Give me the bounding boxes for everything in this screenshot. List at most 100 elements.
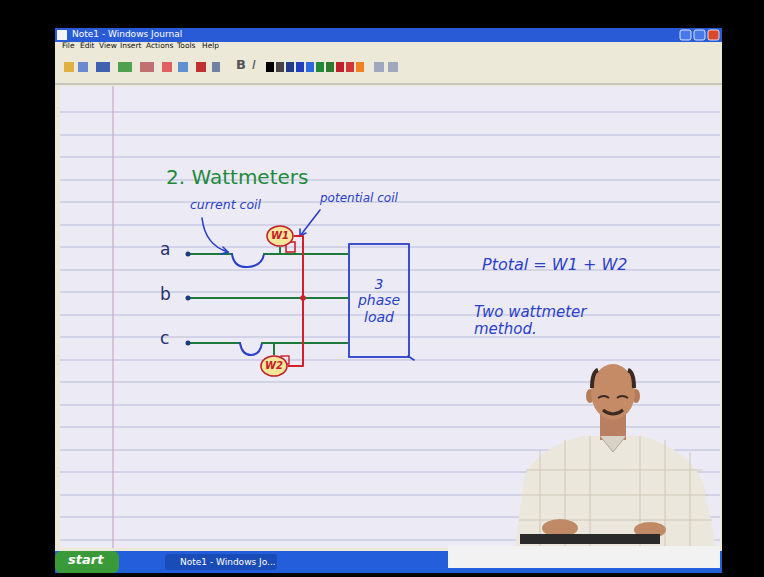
menu-item: View xyxy=(99,42,117,51)
screen xyxy=(55,28,722,573)
task-label: Note1 - Windows Jo... xyxy=(180,557,276,567)
ruled-line xyxy=(60,225,720,226)
menu-item: Help xyxy=(202,42,219,51)
line-c-wire xyxy=(188,342,240,344)
color-swatch xyxy=(286,62,294,72)
menu-item: File xyxy=(62,42,75,51)
flag-icon xyxy=(196,62,206,72)
italic-button: I xyxy=(252,58,256,73)
menu-bar xyxy=(55,42,722,52)
current-coil xyxy=(232,254,264,267)
menu-item: Edit xyxy=(80,42,95,51)
task-button xyxy=(165,554,277,570)
check-line xyxy=(540,450,541,548)
leader-lines xyxy=(202,210,320,254)
terminal-dot xyxy=(186,296,191,301)
ruled-line xyxy=(60,157,720,158)
node-text: 3 phase load xyxy=(352,276,406,324)
section-heading: 2. Wattmeters xyxy=(166,166,308,189)
power-equation: Ptotal = W1 + W2 xyxy=(482,256,627,274)
note-paper xyxy=(60,86,720,548)
terminal-dot xyxy=(186,341,191,346)
ruled-line xyxy=(60,180,720,181)
color-swatch xyxy=(296,62,304,72)
wattmeter-circle: W2 xyxy=(260,355,288,377)
margin-line xyxy=(112,86,113,548)
tool-icon xyxy=(178,62,188,72)
menu-item: Actions xyxy=(146,42,173,51)
eyebrows xyxy=(598,396,628,398)
menu-item: Tools xyxy=(177,42,195,51)
zoom-icon xyxy=(388,62,398,72)
start-label: start xyxy=(68,553,103,568)
desk xyxy=(448,546,720,568)
line-b-wire xyxy=(188,297,348,299)
toolbar-icons xyxy=(64,62,220,72)
method-note: Two wattmeter method. xyxy=(474,304,624,339)
ruled-line xyxy=(60,112,720,113)
collar xyxy=(600,436,626,452)
node-text: W1 xyxy=(271,230,289,242)
bold-button: B xyxy=(236,58,246,73)
tool-icon xyxy=(64,62,74,72)
phase-label: a xyxy=(160,240,170,260)
leader-arrowhead xyxy=(300,229,306,236)
minimize-button xyxy=(680,30,691,40)
current-coil xyxy=(240,343,262,355)
color-swatch xyxy=(326,62,334,72)
toolbar-border xyxy=(55,84,722,85)
load-box: 3 phase load xyxy=(348,243,410,358)
window-title: Note1 - Windows Journal xyxy=(72,29,182,39)
ruled-line xyxy=(60,337,720,338)
head xyxy=(591,364,635,420)
zoom-icon xyxy=(374,62,384,72)
line-a-wire xyxy=(264,253,281,255)
eraser-icon xyxy=(140,62,154,72)
wattmeter-circle: W1 xyxy=(266,225,294,247)
potential-wire xyxy=(288,236,303,366)
color-palette xyxy=(266,62,398,72)
presenter xyxy=(515,364,716,548)
ruled-line xyxy=(60,292,720,293)
circuit-wiring xyxy=(186,242,415,364)
color-swatch xyxy=(276,62,284,72)
ruled-line xyxy=(60,247,720,248)
hair xyxy=(592,370,634,388)
color-swatch xyxy=(346,62,354,72)
tablet xyxy=(520,534,660,544)
check-line xyxy=(522,495,708,496)
tool-icon xyxy=(162,62,172,72)
tool-icon xyxy=(78,62,88,72)
app-icon xyxy=(57,30,67,40)
node-text: W2 xyxy=(265,360,283,372)
leader-line xyxy=(300,210,320,236)
maximize-button xyxy=(694,30,705,40)
color-swatch xyxy=(336,62,344,72)
color-swatch xyxy=(316,62,324,72)
color-swatch xyxy=(356,62,364,72)
line-wire xyxy=(280,247,348,254)
line-wire xyxy=(274,343,348,355)
ruled-line xyxy=(60,495,720,496)
phase-label: c xyxy=(160,329,169,349)
pen-icon xyxy=(96,62,110,72)
check-line xyxy=(590,436,591,548)
color-swatch xyxy=(266,62,274,72)
junction-dot xyxy=(300,295,306,301)
line-c-wire xyxy=(262,342,274,344)
check-line xyxy=(690,452,691,548)
start-button xyxy=(55,551,119,573)
tool-icon xyxy=(212,62,220,72)
phase-label: b xyxy=(160,285,171,305)
leader-arrowhead xyxy=(221,247,228,254)
color-swatch xyxy=(306,62,314,72)
ruled-line xyxy=(60,360,720,361)
pen-icon xyxy=(118,62,132,72)
shirt-checks xyxy=(519,436,712,548)
wattmeter-outline xyxy=(267,226,293,246)
close-button xyxy=(708,30,719,40)
title-bar xyxy=(55,28,722,42)
shirt xyxy=(515,436,716,548)
leader-line xyxy=(202,218,228,252)
